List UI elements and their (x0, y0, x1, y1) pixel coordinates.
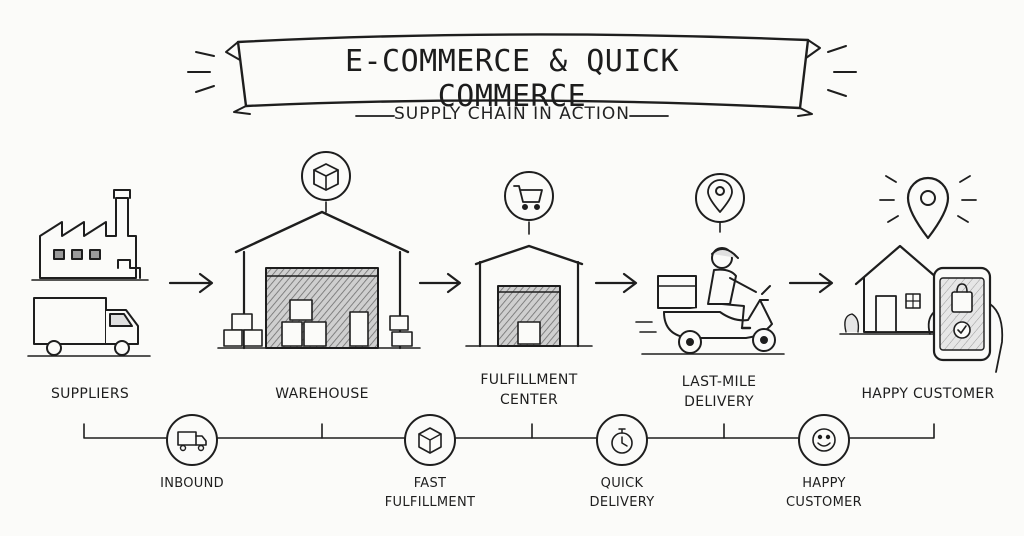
stage-label-last-mile-delivery: LAST-MILE DELIVERY (681, 374, 757, 410)
stage-label-suppliers: SUPPLIERS (50, 386, 130, 402)
location-pin-icon (906, 176, 950, 240)
delivery-truck-icon (27, 297, 151, 357)
stopwatch-icon (611, 428, 633, 454)
house-icon (839, 244, 949, 335)
timeline-label-fast-fulfillment: FAST FULFILLMENT (384, 476, 476, 510)
flow-arrow (594, 272, 638, 294)
timeline-label-happy-customer: HAPPY CUSTOMER (786, 476, 862, 510)
timeline (83, 414, 935, 466)
flow-arrow (788, 272, 834, 294)
box-icon (313, 163, 339, 191)
warehouse-badge (301, 151, 351, 213)
timeline-label-inbound: INBOUND (160, 476, 224, 491)
flow-arrow (168, 272, 214, 294)
scooter-rider-icon (635, 247, 785, 355)
smiley-icon (812, 428, 836, 452)
check-icon (953, 321, 971, 339)
location-pin-icon (707, 179, 733, 213)
page-title: E-COMMERCE & QUICK COMMERCE (344, 44, 680, 114)
stage-label-fulfillment-center: FULFILLMENT CENTER (480, 372, 578, 408)
shopping-bag-icon (951, 283, 973, 313)
stage-label-happy-customer: HAPPY CUSTOMER (861, 386, 995, 402)
customer-pin (879, 175, 977, 240)
stage-label-warehouse: WAREHOUSE (275, 386, 369, 402)
title-banner (187, 33, 857, 117)
page-subtitle: SUPPLY CHAIN IN ACTION (394, 104, 630, 124)
smartphone-icon (927, 266, 1004, 373)
warehouse-building (217, 210, 421, 350)
cart-icon (513, 185, 543, 210)
timeline-label-quick-delivery: QUICK DELIVERY (589, 476, 655, 510)
flow-arrow (418, 272, 462, 294)
factory-icon (31, 189, 149, 281)
fulfillment-badge (504, 171, 554, 235)
delivery-badge (695, 173, 745, 233)
fulfillment-building (465, 244, 593, 348)
box-icon (418, 427, 442, 454)
truck-icon (177, 431, 207, 452)
